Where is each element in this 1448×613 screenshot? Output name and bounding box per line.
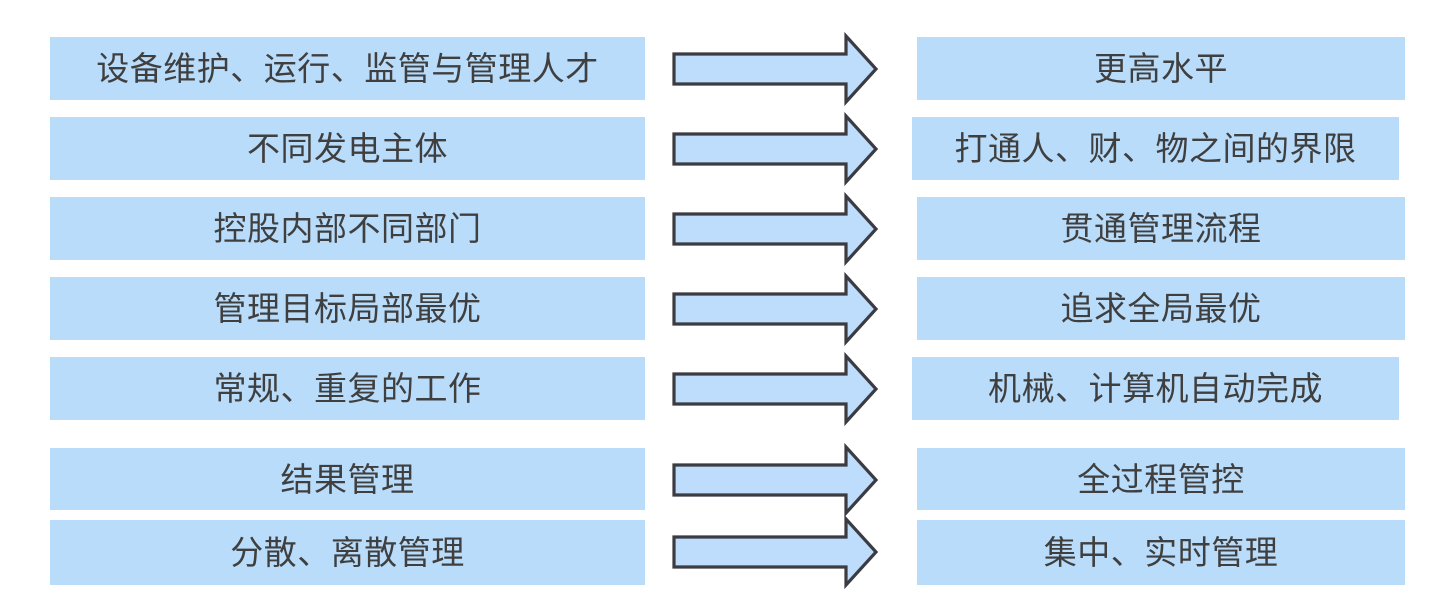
target-box[interactable]: 追求全局最优 — [917, 277, 1405, 340]
diagram-row: 结果管理 全过程管控 — [0, 442, 1448, 520]
right-block-arrow-icon — [670, 111, 880, 187]
source-box[interactable]: 不同发电主体 — [50, 117, 645, 180]
diagram-row: 不同发电主体 打通人、财、物之间的界限 — [0, 111, 1448, 189]
target-box[interactable]: 集中、实时管理 — [917, 520, 1405, 585]
target-box[interactable]: 更高水平 — [917, 37, 1405, 100]
right-block-arrow-icon — [670, 514, 880, 590]
source-box[interactable]: 结果管理 — [50, 448, 645, 510]
target-box[interactable]: 打通人、财、物之间的界限 — [912, 117, 1399, 180]
source-box[interactable]: 控股内部不同部门 — [50, 197, 645, 260]
target-box[interactable]: 机械、计算机自动完成 — [912, 357, 1399, 420]
diagram-row: 控股内部不同部门 贯通管理流程 — [0, 191, 1448, 269]
source-box[interactable]: 设备维护、运行、监管与管理人才 — [50, 37, 645, 100]
source-box[interactable]: 分散、离散管理 — [50, 520, 645, 585]
right-block-arrow-icon — [670, 271, 880, 347]
source-box[interactable]: 常规、重复的工作 — [50, 357, 645, 420]
diagram-row: 管理目标局部最优 追求全局最优 — [0, 271, 1448, 349]
right-block-arrow-icon — [670, 31, 880, 107]
target-box[interactable]: 贯通管理流程 — [917, 197, 1405, 260]
diagram-row: 设备维护、运行、监管与管理人才 更高水平 — [0, 31, 1448, 109]
right-block-arrow-icon — [670, 442, 880, 518]
right-block-arrow-icon — [670, 191, 880, 267]
diagram-row: 常规、重复的工作 机械、计算机自动完成 — [0, 351, 1448, 429]
source-box[interactable]: 管理目标局部最优 — [50, 277, 645, 340]
target-box[interactable]: 全过程管控 — [917, 448, 1405, 510]
diagram-row: 分散、离散管理 集中、实时管理 — [0, 514, 1448, 592]
right-block-arrow-icon — [670, 351, 880, 427]
